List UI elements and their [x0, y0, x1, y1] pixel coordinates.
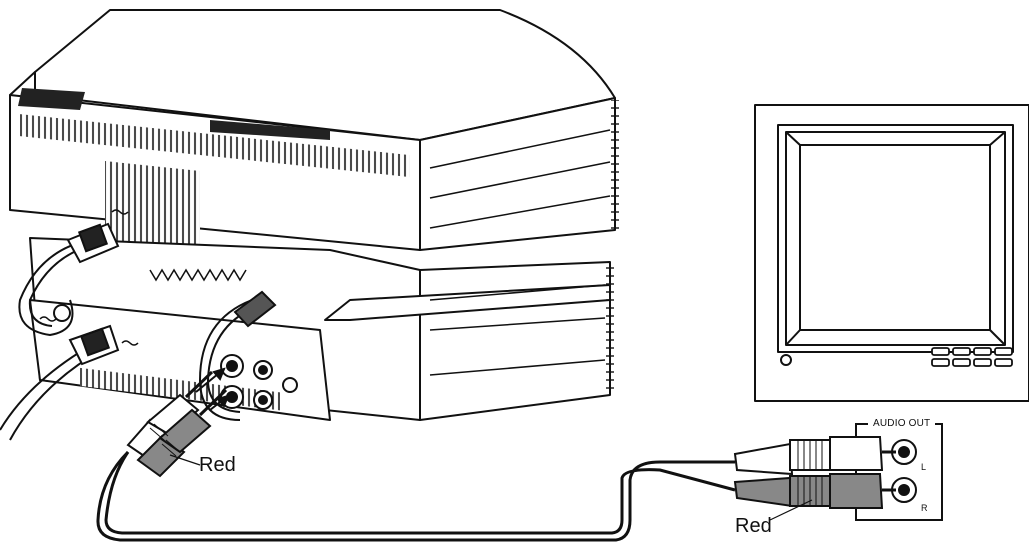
bose-link-plug: [233, 290, 277, 328]
bottom-unit: [29, 237, 611, 421]
side-texture-lower: [606, 262, 614, 392]
red-label-right: Red: [735, 515, 772, 537]
audio-out-panel: [855, 423, 943, 521]
tv-control-buttons: [931, 347, 1013, 367]
audio-out-jacks: [891, 439, 917, 503]
side-texture: [611, 100, 619, 230]
ac-power-icon: [39, 209, 139, 346]
aux-input-jacks: [53, 304, 298, 410]
red-label-left: Red: [199, 454, 236, 476]
audio-out-label: AUDIO OUT: [871, 418, 933, 429]
jack-r-label: R: [921, 503, 928, 513]
rca-plugs-right: [733, 436, 896, 509]
connection-arrows: [195, 367, 230, 411]
jack-l-label: L: [921, 462, 927, 472]
grille: [18, 88, 410, 262]
television: [754, 104, 1029, 402]
serrated-edge: [149, 268, 247, 282]
red-leader-left: [169, 454, 201, 466]
red-leader-right: [769, 499, 813, 521]
rca-plugs-left: [126, 370, 228, 478]
ac-power-plugs: [66, 222, 120, 366]
rca-cable: [96, 450, 736, 542]
